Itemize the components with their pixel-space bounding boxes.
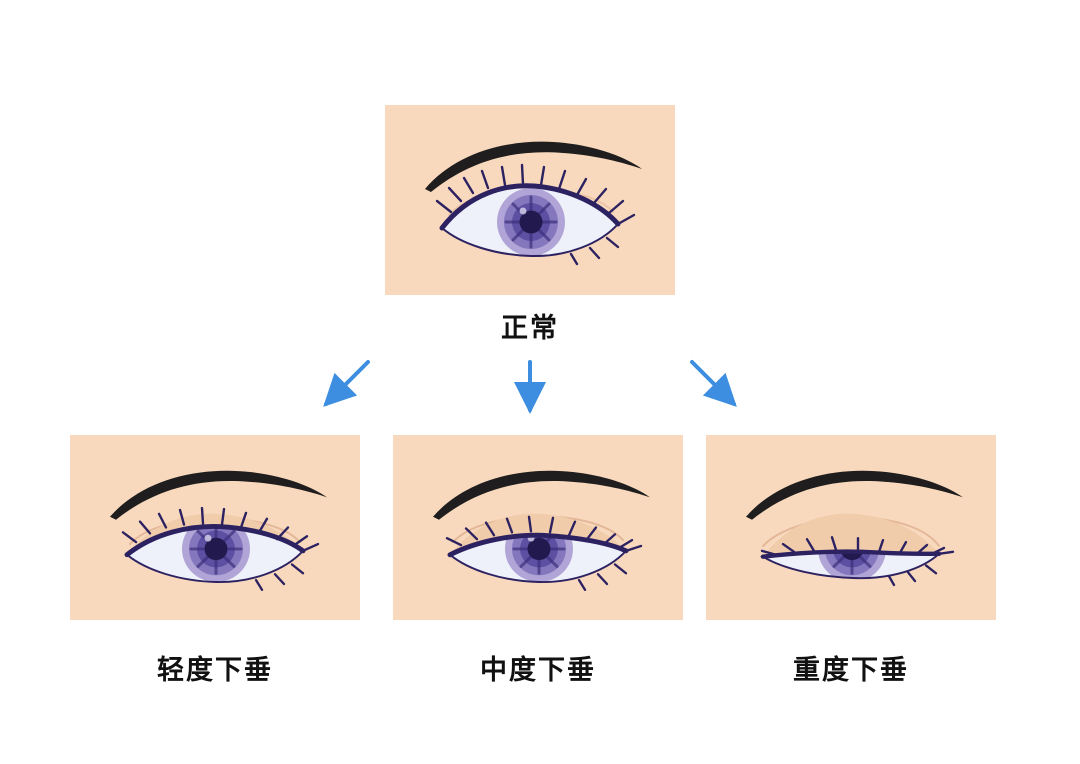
branch-arrows — [323, 360, 737, 414]
eyelashes — [760, 536, 955, 587]
eyelashes — [435, 163, 636, 266]
down-right-arrow-icon — [690, 360, 737, 407]
down-left-arrow-icon — [323, 360, 370, 407]
panel-moderate — [393, 435, 683, 620]
panel-normal — [385, 105, 675, 295]
normal-eye-illustration — [385, 105, 675, 295]
label-normal: 正常 — [501, 313, 559, 343]
label-moderate: 中度下垂 — [480, 655, 596, 685]
eyelashes — [445, 515, 643, 591]
label-mild: 轻度下垂 — [157, 655, 273, 685]
drooping-eyelid — [763, 513, 939, 557]
moderate-ptosis-eye-illustration — [393, 435, 683, 620]
mild-ptosis-eye-illustration — [70, 435, 360, 620]
drooping-eyelid — [127, 513, 303, 555]
severe-ptosis-eye-illustration — [706, 435, 996, 620]
label-severe: 重度下垂 — [793, 655, 909, 685]
panel-severe — [706, 435, 996, 620]
eyelashes — [121, 506, 320, 591]
panel-mild — [70, 435, 360, 620]
iris-group — [495, 186, 567, 257]
